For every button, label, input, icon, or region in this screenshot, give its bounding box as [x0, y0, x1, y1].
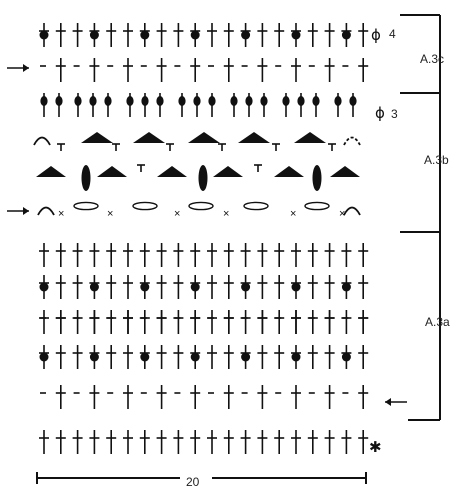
- chain-oval: [188, 201, 214, 211]
- triangle-symbol: [188, 132, 220, 143]
- stitch-dot: [39, 282, 49, 292]
- stitch-dot: [341, 282, 351, 292]
- bobble-head: [245, 96, 253, 106]
- chain-oval: [304, 201, 330, 211]
- bobble-head: [312, 96, 320, 106]
- stitch-dot: [39, 352, 49, 362]
- triangle-symbol: [274, 166, 304, 177]
- bobble-head: [126, 96, 134, 106]
- arc-symbol: [343, 136, 361, 146]
- bobble-head: [282, 96, 290, 106]
- tall-oval: [312, 165, 322, 191]
- section-brackets: [36, 14, 441, 484]
- stitch-dot: [291, 352, 301, 362]
- triangle-symbol: [330, 166, 360, 177]
- stitch-dot: [190, 282, 200, 292]
- x-symbol: ×: [58, 208, 64, 220]
- row-arrow-head: [23, 64, 29, 72]
- bobble-head: [208, 96, 216, 106]
- bobble-head: [55, 96, 63, 106]
- bobble-head: [178, 96, 186, 106]
- row-arrow-head: [23, 207, 29, 215]
- x-symbol: ×: [107, 208, 113, 220]
- stitch-dot: [241, 282, 251, 292]
- triangle-symbol: [213, 166, 243, 177]
- stitch-dot: [140, 30, 150, 40]
- stitch-dot: [140, 352, 150, 362]
- width-label: 20: [186, 475, 200, 489]
- tall-oval: [198, 165, 208, 191]
- stitch-dot: [291, 282, 301, 292]
- bobble-head: [40, 96, 48, 106]
- stitch-dot: [341, 30, 351, 40]
- stitch-dot: [89, 352, 99, 362]
- stitch-dot: [341, 352, 351, 362]
- triangle-symbol: [36, 166, 66, 177]
- chain-oval: [73, 201, 99, 211]
- bobble-head: [89, 96, 97, 106]
- triangle-symbol: [238, 132, 270, 143]
- bobble-head: [156, 96, 164, 106]
- bobble-head: [349, 96, 357, 106]
- bobble-head: [141, 96, 149, 106]
- bobble-head: [334, 96, 342, 106]
- x-symbol: ×: [339, 208, 345, 220]
- stitch-dot: [89, 30, 99, 40]
- triangle-symbol: [294, 132, 326, 143]
- stitch-dot: [291, 30, 301, 40]
- triangle-symbol: [81, 132, 113, 143]
- arc-symbol: [343, 206, 361, 216]
- bobble-head: [230, 96, 238, 106]
- star-symbol: ✱: [369, 438, 382, 456]
- bobble-head: [104, 96, 112, 106]
- triangle-symbol: [97, 166, 127, 177]
- triangle-symbol: [157, 166, 187, 177]
- x-symbol: ×: [290, 208, 296, 220]
- phi-marker: ɸ: [375, 104, 385, 122]
- chain-oval: [132, 201, 158, 211]
- stitch-dot: [190, 30, 200, 40]
- chain-oval: [243, 201, 269, 211]
- section-label-a3a: A.3a: [425, 315, 450, 329]
- row-marker-3: 3: [391, 107, 398, 121]
- arc-symbol: [33, 136, 51, 146]
- stitch-dot: [89, 282, 99, 292]
- stitch-dot: [39, 30, 49, 40]
- section-label-a3c: A.3c: [420, 52, 444, 66]
- x-symbol: ×: [174, 208, 180, 220]
- stitch-dot: [190, 352, 200, 362]
- stitch-dot: [241, 30, 251, 40]
- bobble-head: [297, 96, 305, 106]
- x-symbol: ×: [223, 208, 229, 220]
- row-marker-4: 4: [389, 27, 396, 41]
- arc-symbol: [37, 206, 55, 216]
- bobble-head: [193, 96, 201, 106]
- stitch-dot: [241, 352, 251, 362]
- triangle-symbol: [133, 132, 165, 143]
- row-arrow-head: [385, 398, 391, 406]
- tall-oval: [81, 165, 91, 191]
- bobble-head: [260, 96, 268, 106]
- stitch-dot: [140, 282, 150, 292]
- section-label-a3b: A.3b: [424, 153, 449, 167]
- bobble-head: [74, 96, 82, 106]
- phi-marker: ɸ: [371, 26, 381, 44]
- chart-symbols: × × × × × × ✱ ɸ ɸ: [7, 23, 407, 456]
